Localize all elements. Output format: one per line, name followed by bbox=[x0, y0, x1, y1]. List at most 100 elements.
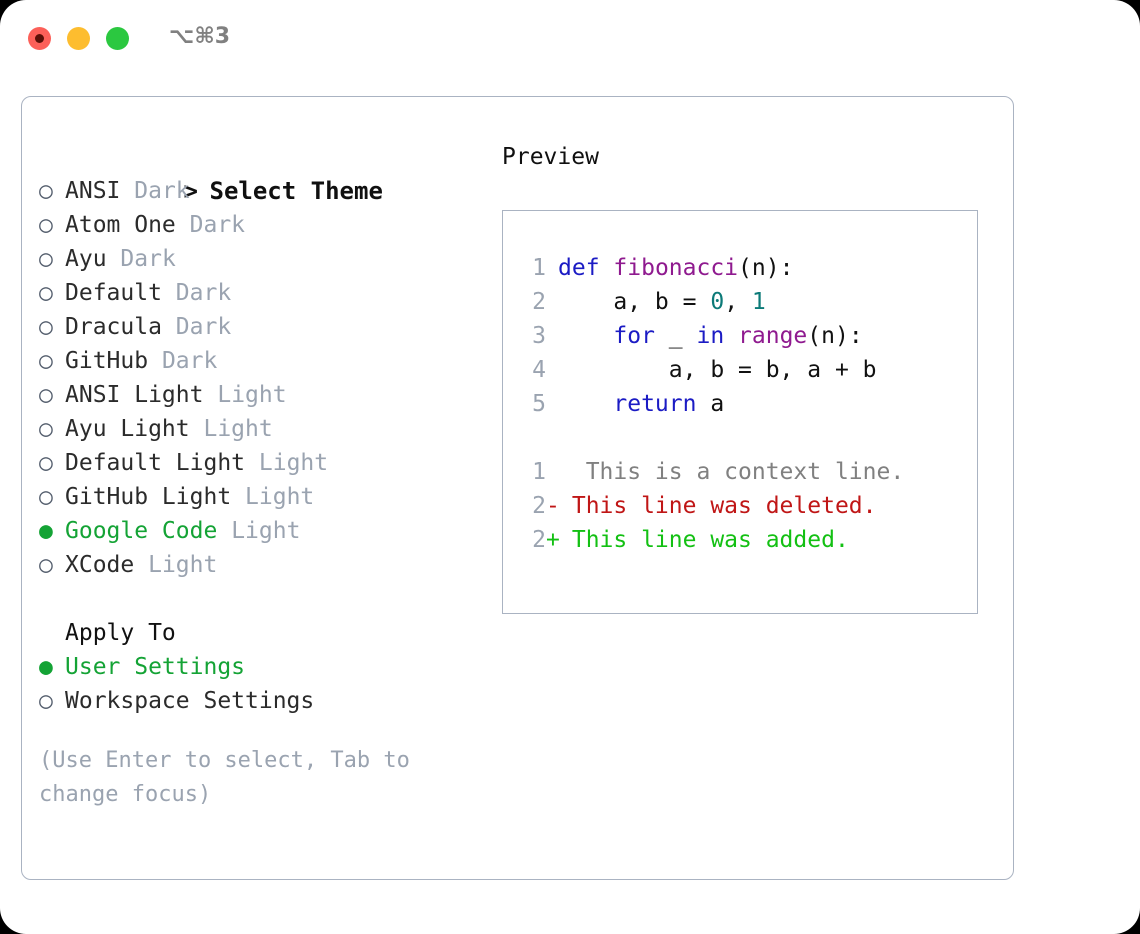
radio-empty-icon[interactable]: ○ bbox=[39, 552, 53, 578]
diff-marker bbox=[546, 421, 558, 455]
code-line bbox=[520, 421, 904, 455]
theme-name: Default Light bbox=[65, 450, 246, 476]
line-number: 4 bbox=[532, 357, 546, 383]
code-token: a, b = bbox=[558, 289, 711, 315]
code-token bbox=[600, 255, 614, 281]
list-spacer bbox=[39, 582, 489, 616]
radio-empty-icon[interactable]: ○ bbox=[39, 348, 53, 374]
theme-kind-badge: Light bbox=[203, 416, 273, 442]
radio-empty-icon[interactable]: ○ bbox=[39, 382, 53, 408]
diff-marker bbox=[546, 285, 558, 319]
theme-kind-badge: Light bbox=[245, 484, 315, 510]
theme-name: Atom One bbox=[65, 212, 176, 238]
close-window-icon[interactable] bbox=[28, 27, 51, 50]
radio-empty-icon[interactable]: ○ bbox=[39, 178, 53, 204]
theme-kind-badge: Dark bbox=[175, 280, 232, 306]
theme-kind-badge: Light bbox=[231, 518, 301, 544]
radio-empty-icon[interactable]: ○ bbox=[39, 212, 53, 238]
theme-kind-badge: Dark bbox=[161, 348, 218, 374]
theme-kind-badge: Dark bbox=[189, 212, 246, 238]
space bbox=[203, 382, 217, 408]
code-line: 2+ This line was added. bbox=[520, 523, 904, 557]
code-token: def bbox=[558, 255, 600, 281]
code-line: 3 for _ in range(n): bbox=[520, 319, 904, 353]
code-token: return bbox=[613, 391, 697, 417]
theme-list-item[interactable]: ○GitHub Light Light bbox=[39, 480, 489, 514]
radio-empty-icon[interactable]: ○ bbox=[39, 314, 53, 340]
panel-columns: >Select Theme ○ANSI Dark○Atom One Dark○A… bbox=[22, 97, 1013, 879]
diff-marker bbox=[546, 353, 558, 387]
diff-marker: + bbox=[546, 527, 560, 553]
theme-name: GitHub bbox=[65, 348, 149, 374]
code-token: in bbox=[696, 323, 725, 349]
theme-kind-badge: Dark bbox=[134, 178, 190, 204]
code-line: 1 def fibonacci(n): bbox=[520, 251, 904, 285]
code-token: fibonacci bbox=[613, 255, 739, 281]
diff-marker bbox=[546, 387, 558, 421]
space bbox=[176, 212, 190, 238]
space bbox=[190, 416, 204, 442]
select-theme-header: >Select Theme bbox=[39, 140, 489, 205]
code-token bbox=[558, 323, 613, 349]
theme-list-item[interactable]: ● Google Code Light bbox=[39, 514, 489, 548]
select-theme-label: Select Theme bbox=[209, 177, 383, 205]
theme-list-item[interactable]: ○Dracula Dark bbox=[39, 310, 489, 344]
theme-kind-badge: Dark bbox=[175, 314, 232, 340]
radio-empty-icon[interactable]: ○ bbox=[39, 484, 53, 510]
code-token: (n): bbox=[738, 255, 794, 281]
preview-title: Preview bbox=[502, 144, 599, 170]
code-line: 2- This line was deleted. bbox=[520, 489, 904, 523]
theme-list-item[interactable]: ○ Default Dark bbox=[39, 276, 489, 310]
theme-name: Google Code bbox=[65, 518, 218, 544]
apply-to-option[interactable]: ○ Workspace Settings bbox=[39, 684, 489, 718]
apply-to-option[interactable]: ●User Settings bbox=[39, 650, 489, 684]
diff-marker bbox=[546, 455, 558, 489]
theme-list-item[interactable]: ○ GitHub Dark bbox=[39, 344, 489, 378]
theme-kind-badge: Light bbox=[217, 382, 287, 408]
theme-list-item[interactable]: ○ Ayu Light Light bbox=[39, 412, 489, 446]
code-token: (n): bbox=[807, 323, 863, 349]
theme-list-item[interactable]: ○Ayu Dark bbox=[39, 242, 489, 276]
maximize-window-icon[interactable] bbox=[106, 27, 129, 50]
theme-list-item[interactable]: ○ANSI Dark bbox=[39, 174, 489, 208]
theme-selector-column: >Select Theme ○ANSI Dark○Atom One Dark○A… bbox=[39, 140, 489, 812]
radio-empty-icon[interactable]: ○ bbox=[39, 450, 53, 476]
line-number: 2 bbox=[532, 527, 546, 553]
code-token: This line was deleted. bbox=[558, 493, 877, 519]
space bbox=[107, 246, 121, 272]
code-token: _ bbox=[654, 323, 697, 349]
minimize-window-icon[interactable] bbox=[67, 27, 90, 50]
theme-list-item[interactable]: ○XCode Light bbox=[39, 548, 489, 582]
space bbox=[120, 178, 134, 204]
radio-selected-icon[interactable]: ● bbox=[39, 654, 53, 680]
code-token: for bbox=[613, 323, 655, 349]
theme-list-item[interactable]: ○Default Light Light bbox=[39, 446, 489, 480]
space bbox=[231, 484, 245, 510]
radio-empty-icon[interactable]: ○ bbox=[39, 280, 53, 306]
diff-marker: - bbox=[546, 493, 560, 519]
space bbox=[162, 314, 176, 340]
radio-selected-icon[interactable]: ● bbox=[39, 518, 53, 544]
window-title: ⌥⌘3 bbox=[169, 24, 231, 49]
line-number: 3 bbox=[532, 323, 546, 349]
theme-list-item[interactable]: ○ANSI Light Light bbox=[39, 378, 489, 412]
radio-empty-icon[interactable]: ○ bbox=[39, 688, 53, 714]
theme-name: Default bbox=[65, 280, 162, 306]
diff-marker bbox=[546, 251, 558, 285]
code-token: a, b = b, a + b bbox=[558, 357, 877, 383]
radio-empty-icon[interactable]: ○ bbox=[39, 416, 53, 442]
code-line: 5 return a bbox=[520, 387, 904, 421]
apply-to-label: Workspace Settings bbox=[65, 688, 315, 714]
code-line: 2 a, b = 0, 1 bbox=[520, 285, 904, 319]
apply-to-options: ●User Settings ○ Workspace Settings bbox=[39, 650, 489, 718]
theme-name: Ayu bbox=[65, 246, 107, 272]
radio-empty-icon[interactable]: ○ bbox=[39, 246, 53, 272]
theme-name: Ayu Light bbox=[65, 416, 190, 442]
line-number: 1 bbox=[532, 459, 546, 485]
theme-list-item[interactable]: ○ Atom One Dark bbox=[39, 208, 489, 242]
code-token bbox=[558, 391, 613, 417]
theme-kind-badge: Light bbox=[148, 552, 218, 578]
